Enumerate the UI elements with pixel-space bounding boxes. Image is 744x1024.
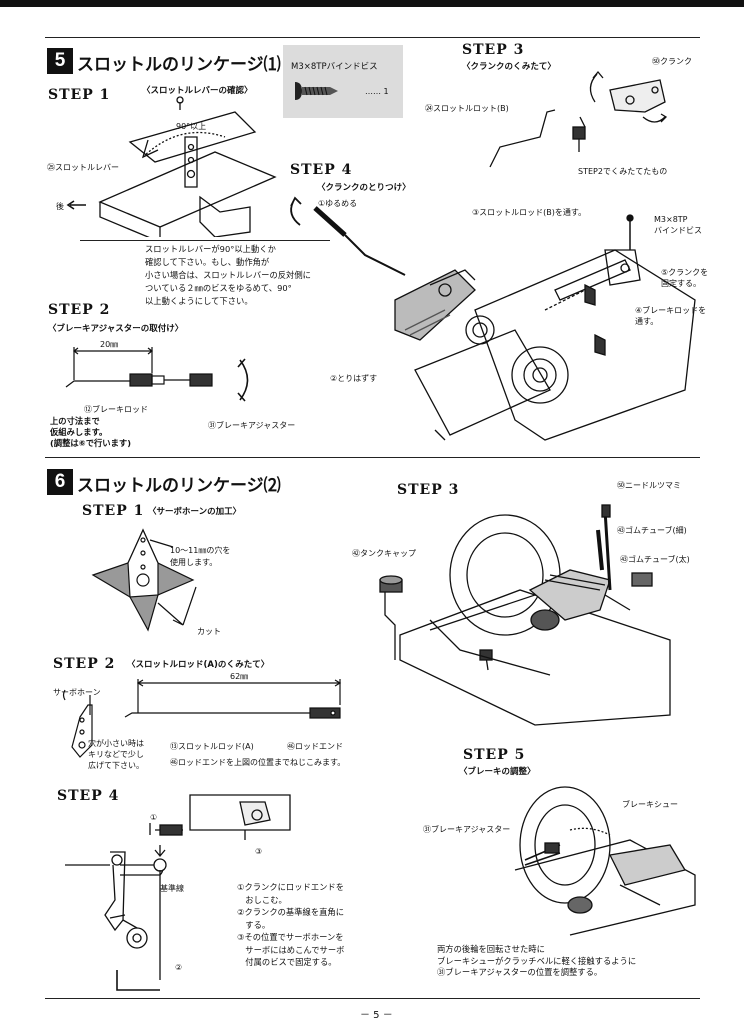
s5-step3-subtitle: 〈クランクのくみたて〉 (462, 62, 556, 72)
parts-box-count: …… 1 (365, 87, 389, 96)
section6-top-rule (45, 457, 700, 458)
s5-screw-label: M3×8TP バインドビス (654, 215, 702, 235)
s6-step5-label: STEP 5 (463, 747, 526, 763)
parts-box (283, 45, 403, 118)
s6-needle-label: ㊿ニードルツマミ (617, 481, 681, 490)
s6-step2-dimension: 62㎜ (230, 672, 249, 681)
section6-title: スロットルのリンケージ⑵ (77, 476, 281, 496)
brake-adjust-illustration (514, 786, 696, 936)
s5-step2-label: STEP 2 (48, 302, 111, 318)
s6-tank-cap-label: ㊷タンクキャップ (352, 549, 416, 558)
s6-step3-label: STEP 3 (397, 482, 460, 498)
s5-loosen-label: ①ゆるめる (318, 199, 358, 208)
parts-box-spec: M3×8TPバインドビス (291, 62, 378, 72)
s6-step5-note: 両方の後輪を回転させた時に ブレーキシューがクラッチベルに軽く接触するように ㉛… (437, 944, 637, 977)
s6-tube-thick-label: ㊸ゴムチューブ(太) (620, 555, 690, 564)
s6-step4-mark3: ③ (255, 847, 263, 856)
s5-step1-subtitle: 〈スロットルレバーの確認〉 (142, 86, 253, 96)
s5-step2-assembled-label: STEP2でくみたてたもの (578, 167, 668, 176)
s6-brake-adjuster-label: ㉛ブレーキアジャスター (423, 825, 511, 834)
s6-baseline-label: 基準線 (160, 884, 184, 893)
s6-step4-mark1: ① (150, 813, 158, 822)
s5-crank-fix-label: ⑤クランクを 固定する。 (661, 268, 709, 288)
s6-step1-subtitle: 〈サーボホーンの加工〉 (148, 507, 242, 517)
s5-adjuster-label: ㉛ブレーキアジャスター (208, 421, 296, 430)
s5-brake-rod-pass-label: ④ブレーキロッドを 通す。 (635, 306, 707, 326)
s6-step4-note: ①クランクにロッドエンドを おしこむ。 ②クランクの基準線を直角に する。 ③そ… (237, 882, 345, 967)
servo-horn-cut-illustration (91, 528, 197, 632)
arrow-left-icon (66, 200, 86, 210)
s6-rod-end-label: ㊻ロッドエンド (287, 742, 343, 751)
throttle-lever-illustration (98, 96, 277, 237)
footer-rule (45, 998, 700, 999)
s5-step4-subtitle: 〈クランクのとりつけ〉 (317, 183, 411, 193)
chassis-tank-illustration (379, 504, 671, 726)
s5-rod-b-label: ㉔スロットルロット(B) (425, 104, 509, 113)
crank-assembly-illustration (489, 70, 668, 168)
screw-icon (295, 82, 338, 100)
crank-baseline-illustration (65, 794, 291, 991)
s5-step4-label: STEP 4 (290, 162, 353, 178)
s5-crank-label: ㊿クランク (652, 57, 692, 66)
s6-step2-subtitle: 〈スロットルロッド(A)のくみたて〉 (127, 660, 270, 670)
s5-brake-rod-label: ⑫ブレーキロッド (84, 405, 148, 414)
s6-step4-mark2: ② (175, 963, 183, 972)
s6-servo-horn-label: サーボホーン (53, 688, 101, 697)
s5-step3-label: STEP 3 (462, 42, 525, 58)
s6-brake-shoe-label: ブレーキシュー (622, 800, 678, 809)
s5-rear-label: 後 (56, 202, 64, 211)
throttle-rod-a-illustration (62, 679, 342, 758)
s5-remove-label: ②とりはずす (330, 374, 378, 383)
crank-mount-illustration (290, 196, 696, 441)
s5-angle-label: 90°以上 (176, 122, 207, 131)
s5-step2-note: 上の寸法まで 仮組みします。 (調整は⑥で行います) (50, 416, 131, 448)
section5-title: スロットルのリンケージ⑴ (77, 55, 281, 75)
s5-rod-b-pass-label: ③スロットルロッド(B)を通す。 (472, 208, 587, 217)
s6-horn-hole-note: 穴が小さい時は キリなどで少し 広げて下さい。 (88, 739, 144, 770)
brake-rod-adjuster-illustration (65, 347, 249, 402)
s5-step1-rule (80, 240, 330, 241)
s6-cut-label: カット (197, 627, 221, 636)
page-number: － 5 － (360, 1010, 393, 1021)
section5-top-rule (45, 37, 700, 38)
s6-rod-end-note: ㊻ロッドエンドを上図の位置までねじこみます。 (170, 758, 346, 767)
s5-step1-note: スロットルレバーが90°以上動くか 確認して下さい。もし、動作角が 小さい場合は… (145, 244, 311, 306)
s6-rod-a-label: ⑬スロットルロッド(A) (170, 742, 254, 751)
s6-step4-label: STEP 4 (57, 788, 120, 804)
s5-lever-label: ㉕スロットルレバー (47, 163, 119, 172)
s6-step5-subtitle: 〈ブレーキの調整〉 (459, 767, 536, 777)
s6-step2-label: STEP 2 (53, 656, 116, 672)
s5-step1-label: STEP 1 (48, 87, 111, 103)
section6-number: 6 (47, 469, 73, 495)
s5-step2-dimension: 20㎜ (100, 340, 119, 349)
s6-hole-note: 10～11㎜の穴を 使用します。 (170, 546, 231, 567)
s6-step1-label: STEP 1 (82, 503, 145, 519)
s5-step2-subtitle: 〈ブレーキアジャスターの取付け〉 (48, 324, 184, 334)
s6-tube-thin-label: ㊸ゴムチューブ(細) (617, 526, 687, 535)
top-edge-bar (0, 0, 744, 7)
section5-number: 5 (47, 48, 73, 74)
